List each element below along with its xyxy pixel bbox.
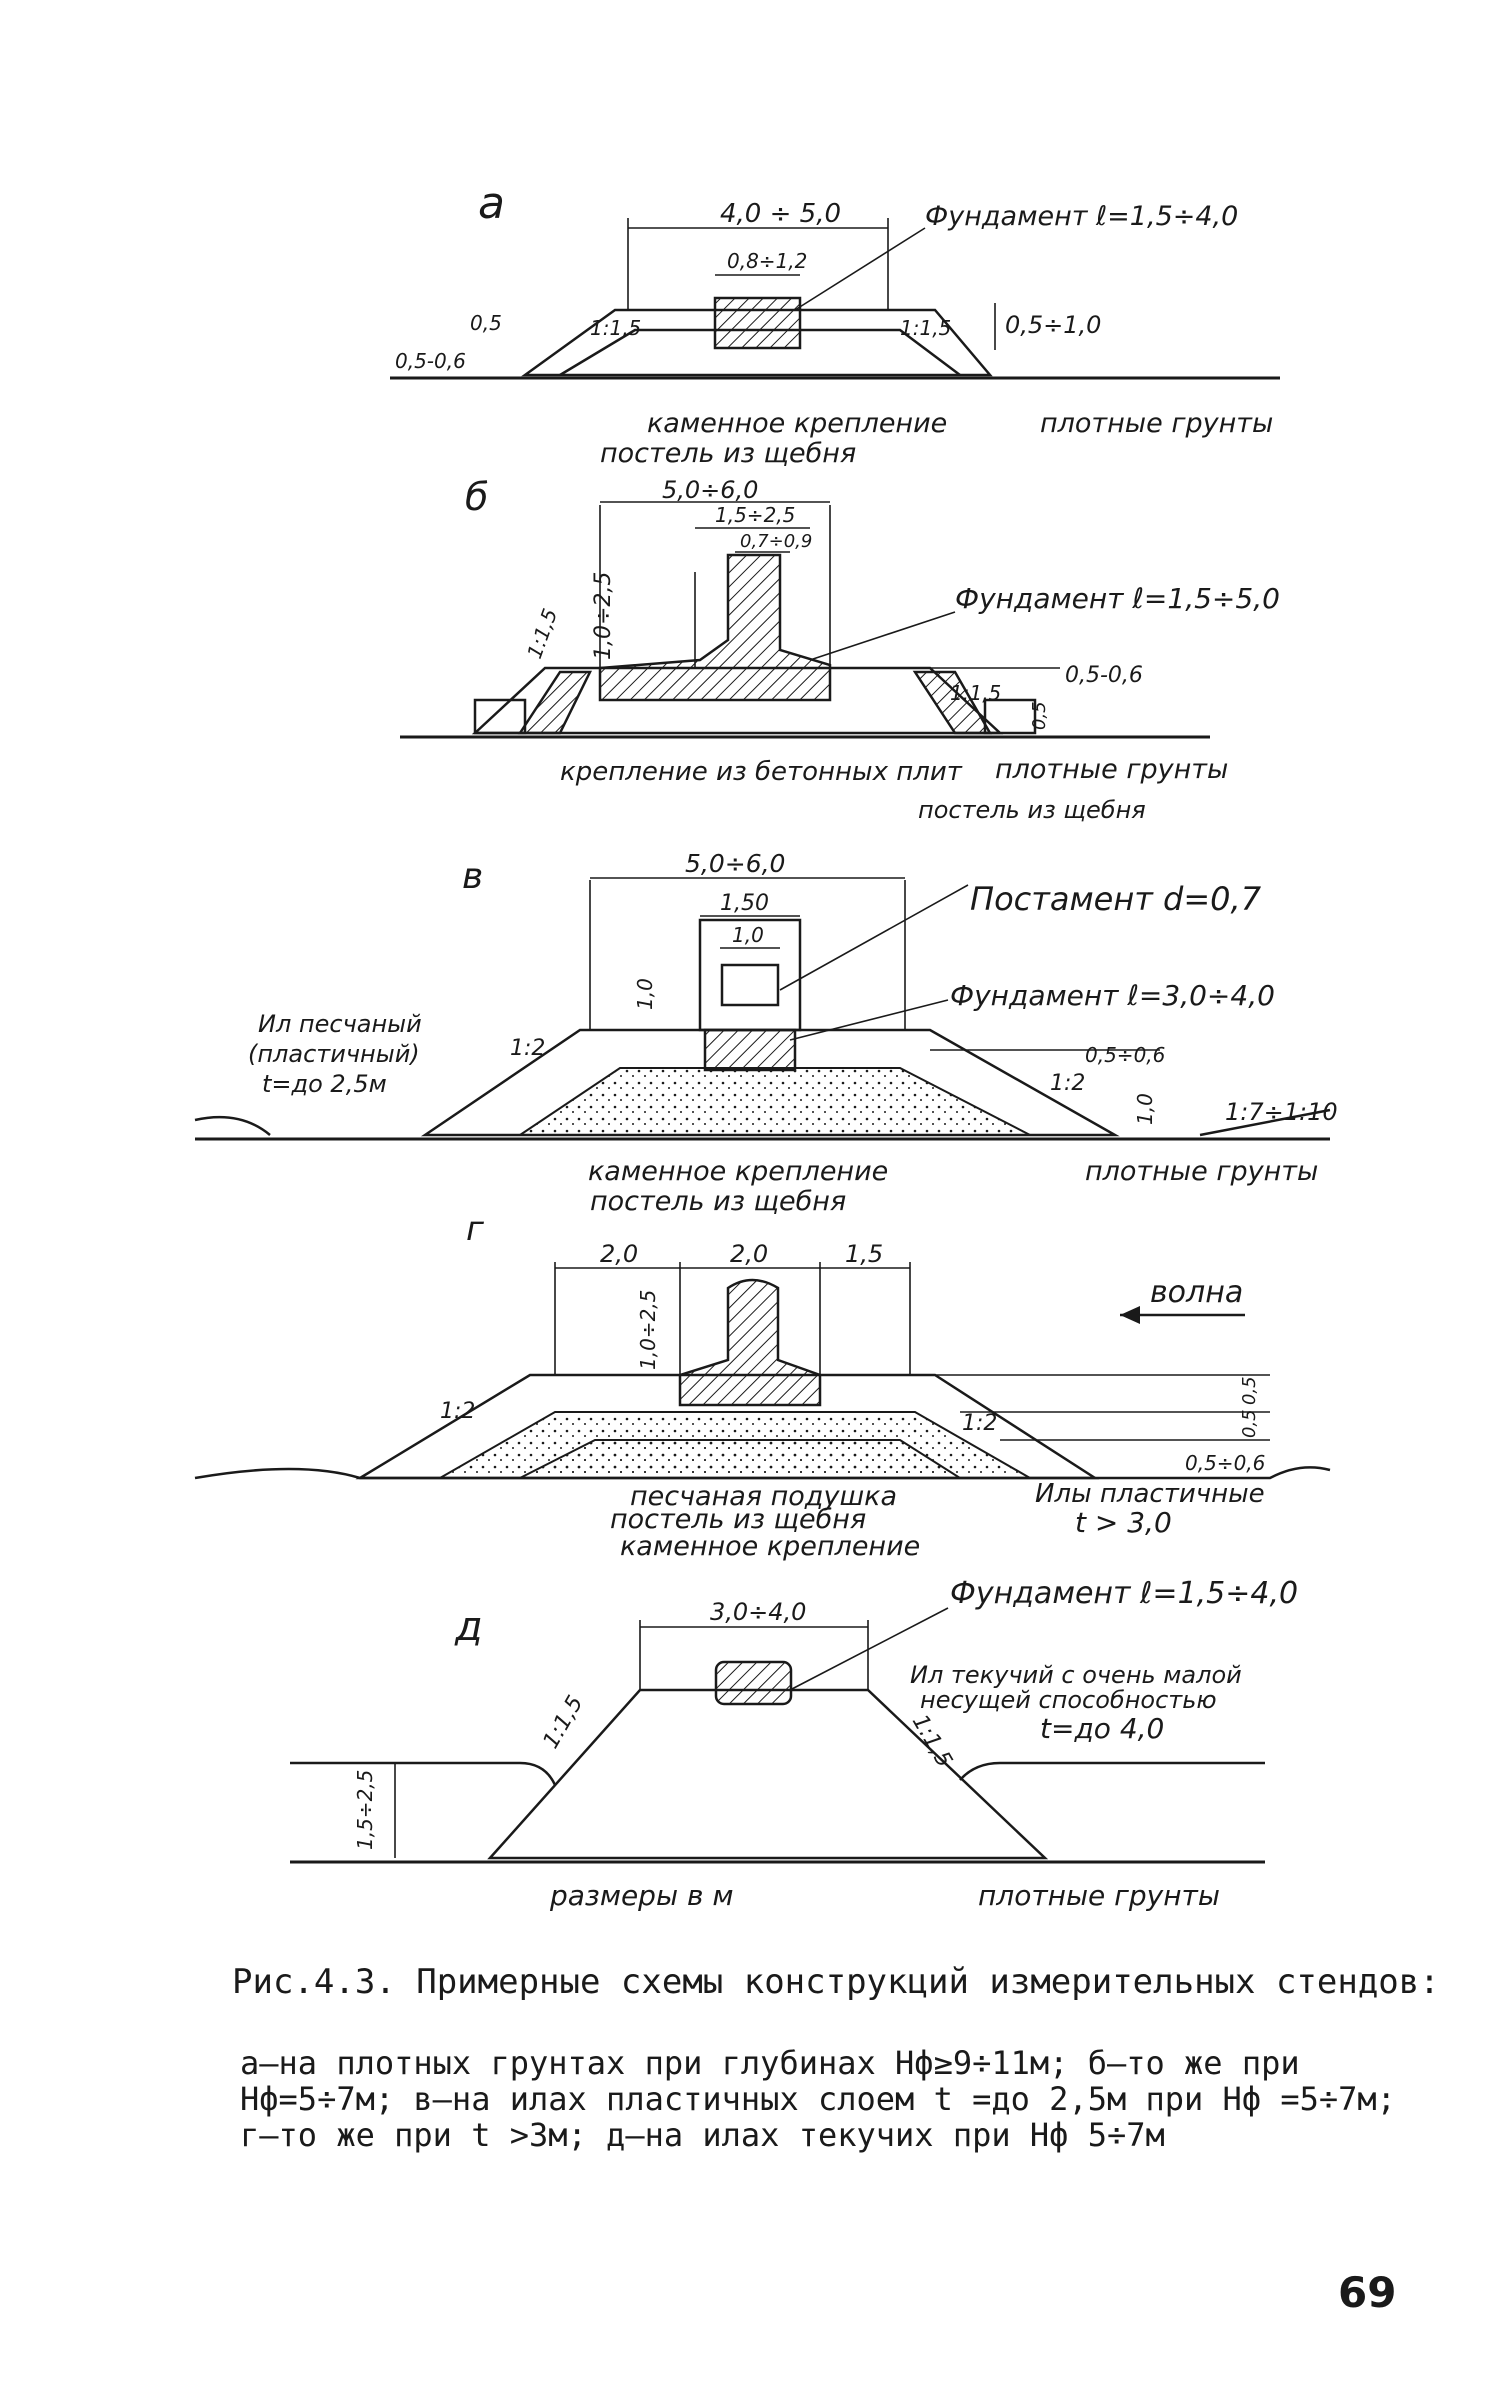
diagram-d: д 3,0÷4,0 Фундамент ℓ=1,5÷4,0 Ил текучий…	[290, 1576, 1298, 1912]
diagram-d-foundation	[714, 1660, 793, 1706]
diagram-g-w1: 2,0	[600, 1240, 638, 1268]
diagram-v: в 5,0÷6,0 1,50 1,0 1,0 Постамент d=0,7 Ф…	[194, 849, 1338, 1217]
diagram-a-slope-right: 1:1,5	[900, 316, 951, 340]
diagram-d-water-left	[290, 1761, 557, 1786]
diagram-g-h-r2: 0,5	[1239, 1409, 1260, 1438]
diagram-g-letter: г	[466, 1209, 485, 1249]
diagram-g-w3: 1,5	[845, 1240, 883, 1268]
diagram-d-silt-3: t=до 4,0	[1040, 1712, 1164, 1745]
diagram-v-foundation-label: Фундамент ℓ=3,0÷4,0	[950, 979, 1275, 1012]
diagram-v-right-h: 0,5÷0,6	[1085, 1043, 1165, 1067]
diagram-g-sand-label: песчаная подушка	[630, 1481, 897, 1512]
diagram-b-ground-label: плотные грунты	[995, 754, 1228, 785]
diagram-a-left-h1: 0,5	[470, 311, 502, 335]
diagram-d-left-h: 1,5÷2,5	[353, 1770, 377, 1850]
diagram-v-stone-label: каменное крепление	[588, 1156, 888, 1187]
diagram-a-mid-width: 0,8÷1,2	[727, 249, 807, 273]
diagram-v-silt-2: (пластичный)	[248, 1040, 420, 1068]
diagram-a-top-width: 4,0 ÷ 5,0	[720, 199, 841, 229]
diagram-d-slope-right: 1:1,5	[907, 1711, 957, 1772]
diagram-b: б 5,0÷6,0 1,5÷2,5 0,7÷0,9 1,0÷2,5 Фундам…	[400, 475, 1280, 824]
diagram-b-letter: б	[465, 475, 488, 519]
diagram-g-w2: 2,0	[730, 1240, 768, 1268]
diagram-v-postament-label: Постамент d=0,7	[970, 880, 1262, 918]
diagram-a-stone-label: каменное крепление	[647, 408, 947, 439]
diagram-a-foundation-label: Фундамент ℓ=1,5÷4,0	[925, 201, 1238, 232]
diagram-v-bed	[516, 1067, 1031, 1136]
diagram-g-h1: 1,0÷2,5	[636, 1290, 660, 1370]
diagram-g-stone-label: каменное крепление	[620, 1531, 920, 1562]
diagram-v-ground-label: плотные грунты	[1085, 1156, 1318, 1187]
diagram-d-silt-1: Ил текучий с очень малой	[910, 1661, 1242, 1689]
diagram-g-bed-label: постель из щебня	[610, 1504, 866, 1535]
diagram-g-silt-1: Илы пластичные	[1035, 1479, 1265, 1509]
diagram-b-w2: 1,5÷2,5	[715, 503, 795, 527]
diagram-a-embankment	[521, 308, 993, 377]
diagram-a-right-h: 0,5÷1,0	[1005, 311, 1101, 339]
diagram-g-sand-cushion	[519, 1439, 964, 1479]
diagram-a: а 4,0 ÷ 5,0 0,8÷1,2 Фундамент ℓ=1,5÷4,0 …	[390, 178, 1280, 469]
diagram-b-bed-label: постель из щебня	[918, 796, 1146, 824]
diagram-a-slope-left: 1:1,5	[590, 316, 641, 340]
diagram-v-silt-3: t=до 2,5м	[262, 1070, 387, 1098]
diagram-b-w1: 5,0÷6,0	[662, 476, 758, 504]
diagram-v-slope-left: 1:2	[510, 1036, 545, 1061]
diagram-b-right-h: 0,5-0,6	[1065, 663, 1143, 688]
diagram-v-w3: 1,0	[732, 923, 764, 947]
diagram-d-water-right	[959, 1761, 1265, 1781]
diagram-b-slope-left: 1:1,5	[522, 605, 562, 661]
diagram-a-ground-label: плотные грунты	[1040, 408, 1273, 439]
diagram-b-h1: 1,0÷2,5	[591, 572, 616, 660]
diagram-g-slope-left: 1:2	[440, 1399, 475, 1424]
diagram-v-w2: 1,50	[720, 891, 769, 916]
diagram-g-foundation	[678, 1278, 822, 1407]
diagram-b-slope-right: 1:1,5	[950, 681, 1001, 705]
diagram-d-embankment	[487, 1688, 1049, 1860]
diagram-b-concrete-left	[517, 670, 593, 735]
page-number: 69	[1338, 2268, 1397, 2317]
diagram-b-foundation	[598, 553, 832, 702]
diagram-v-bed-label: постель из щебня	[590, 1186, 846, 1217]
diagram-d-w1: 3,0÷4,0	[710, 1598, 806, 1626]
diagram-v-right-h2: 1,0	[1133, 1093, 1157, 1125]
diagram-g-h-r1: 0,5	[1239, 1376, 1260, 1405]
diagram-d-units-label: размеры в м	[549, 1879, 733, 1912]
diagram-v-silt-1: Ил песчаный	[258, 1010, 422, 1038]
diagram-g-silt-2: t > 3,0	[1075, 1506, 1172, 1539]
diagram-v-foundation	[703, 1028, 797, 1072]
diagram-v-slope-right: 1:2	[1050, 1071, 1085, 1096]
diagram-g-ground-line	[194, 1466, 1331, 1480]
diagram-d-foundation-label: Фундамент ℓ=1,5÷4,0	[950, 1576, 1298, 1611]
diagram-b-foundation-label: Фундамент ℓ=1,5÷5,0	[955, 582, 1280, 615]
diagram-d-silt-2: несущей способностью	[920, 1686, 1217, 1714]
diagram-g: г 2,0 2,0 1,5 1,0÷2,5 волна 1:2 1:2 0,5 …	[194, 1209, 1331, 1562]
figure-caption-title: Рис.4.3. Примерные схемы конструкций изм…	[232, 1962, 1440, 2002]
diagram-d-letter: д	[454, 1604, 483, 1650]
diagram-a-left-h2: 0,5-0,6	[395, 349, 466, 373]
diagram-v-letter: в	[462, 856, 483, 897]
diagram-v-h1: 1,0	[633, 978, 657, 1010]
diagram-b-right-h2: 0,5	[1029, 701, 1050, 730]
diagram-b-concrete-label: крепление из бетонных плит	[560, 757, 963, 787]
diagram-g-h-r3: 0,5÷0,6	[1185, 1451, 1265, 1475]
diagram-v-pedestal	[720, 963, 780, 1007]
diagram-a-letter: а	[478, 178, 505, 229]
diagram-g-wave-label: волна	[1150, 1275, 1243, 1310]
diagram-v-w1: 5,0÷6,0	[685, 849, 785, 878]
diagram-d-ground-label: плотные грунты	[978, 1879, 1220, 1912]
diagram-a-foundation	[713, 296, 802, 350]
diagram-d-slope-left: 1:1,5	[539, 1692, 589, 1753]
diagram-b-w3: 0,7÷0,9	[740, 531, 812, 552]
diagram-g-slope-right: 1:2	[962, 1411, 997, 1436]
diagram-a-bed-label: постель из щебня	[600, 438, 856, 469]
figure-caption-body: а–на плотных грунтах при глубинах Нф≥9÷1…	[240, 2044, 1396, 2154]
